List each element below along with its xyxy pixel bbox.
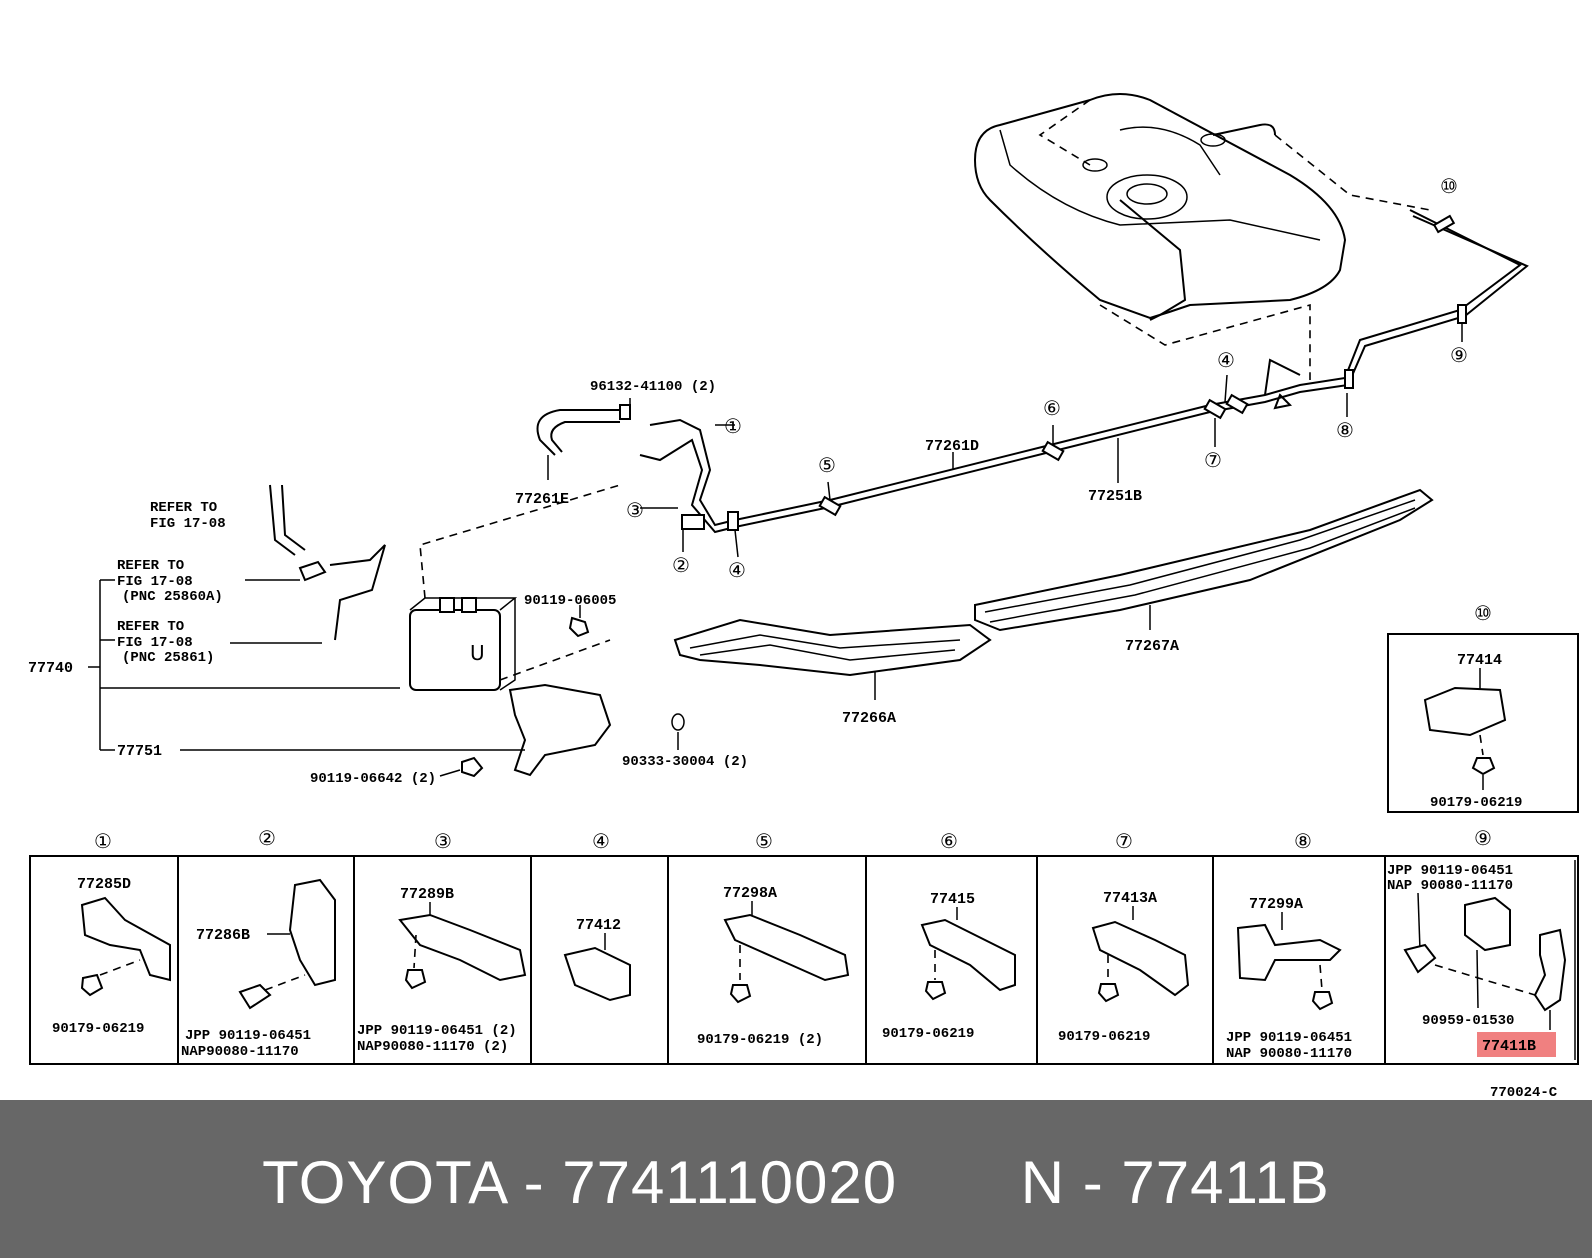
cell-8-fastener-1: JPP 90119-06451 — [1226, 1030, 1352, 1046]
fuel-pipes — [536, 209, 1529, 534]
cell-8-fastener-2: NAP 90080-11170 — [1226, 1046, 1352, 1062]
cell-5-fastener: 90179-06219 (2) — [697, 1032, 823, 1048]
small-fasteners — [298, 560, 685, 778]
footer-bar: TOYOTA - 7741110020 N - 77411B — [0, 1100, 1592, 1258]
table-callout-5: ⑤ — [755, 829, 773, 853]
cell-9-77411B: JPP 90119-06451 NAP 90080-11170 90959-01… — [1387, 863, 1567, 1057]
refer-3-line-3: (PNC 25861) — [122, 650, 214, 666]
table-callout-1: ① — [94, 829, 112, 853]
cell-3-fastener-2: NAP90080-11170 (2) — [357, 1039, 508, 1055]
label-90119-06642: 90119-06642 (2) — [310, 771, 436, 787]
callout-5: ⑤ — [818, 453, 836, 477]
label-77740: 77740 — [28, 660, 73, 677]
leader-lines — [88, 322, 1463, 777]
table-callout-6: ⑥ — [940, 829, 958, 853]
highlighted-part-box — [1477, 1032, 1556, 1057]
svg-text:U: U — [470, 641, 485, 665]
cell-2-fastener-2: NAP90080-11170 — [181, 1044, 299, 1060]
table-callout-2: ② — [258, 826, 276, 850]
fuel-tank-drawing — [973, 93, 1431, 380]
refer-2-line-3: (PNC 25860A) — [122, 589, 223, 605]
callout-6: ⑥ — [1043, 396, 1061, 420]
cell-1-77285D: 77285D 90179-06219 — [52, 876, 171, 1037]
callout-2: ② — [672, 553, 690, 577]
figure-code: 770024-C — [1490, 1085, 1558, 1100]
cell-1-part: 77285D — [77, 876, 131, 893]
callout-8: ⑧ — [1336, 418, 1354, 442]
table-callout-7: ⑦ — [1115, 829, 1133, 853]
cell-7-part: 77413A — [1103, 890, 1157, 907]
cell-7-77413A: 77413A 90179-06219 — [1058, 890, 1190, 1045]
label-90119-06005: 90119-06005 — [524, 593, 616, 609]
cell-5-77298A: 77298A 90179-06219 (2) — [697, 885, 850, 1048]
label-90333-30004: 90333-30004 (2) — [622, 754, 748, 770]
main-labels: 96132-41100 (2) 77261E 77261D 77251B 772… — [28, 379, 1179, 787]
parts-diagram: U — [28, 93, 1579, 1100]
main-callouts: ① ③ ② ④ ⑤ ⑥ ④ ⑦ ⑧ ⑨ ⑩ — [626, 174, 1468, 582]
cell-4-part: 77412 — [576, 917, 621, 934]
cell-6-part: 77415 — [930, 891, 975, 908]
cell-1-fastener: 90179-06219 — [52, 1021, 144, 1037]
cell-6-fastener: 90179-06219 — [882, 1026, 974, 1042]
table-callout-4: ④ — [592, 829, 610, 853]
protector-77266A-drawing — [673, 618, 992, 677]
cell-9-gasket: 90959-01530 — [1422, 1013, 1514, 1029]
callout-1: ① — [724, 414, 742, 438]
refer-1-line-1: REFER TO — [150, 500, 217, 516]
cell-6-77415: 77415 90179-06219 — [882, 891, 1016, 1042]
cell-3-fastener-1: JPP 90119-06451 (2) — [357, 1023, 517, 1039]
cell-4-77412: 77412 — [563, 917, 631, 1002]
label-77267A: 77267A — [1125, 638, 1179, 655]
table-callout-8: ⑧ — [1294, 829, 1312, 853]
detail-box-10-callout: ⑩ — [1474, 601, 1492, 625]
cell-2-part: 77286B — [196, 927, 250, 944]
cell-3-77289B: 77289B JPP 90119-06451 (2) NAP90080-1117… — [357, 886, 527, 1055]
charcoal-canister-drawing: U — [409, 484, 621, 691]
cell-3-part: 77289B — [400, 886, 454, 903]
detail-box-10-part: 77414 — [1457, 652, 1502, 669]
refer-1-line-2: FIG 17-08 — [150, 516, 226, 532]
cell-8-77299A: 77299A JPP 90119-06451 NAP 90080-11170 — [1226, 896, 1352, 1062]
detail-box-10-nut: 90179-06219 — [1430, 795, 1522, 811]
cell-9-fastener-1: JPP 90119-06451 — [1387, 863, 1513, 879]
label-96132-41100: 96132-41100 (2) — [590, 379, 716, 395]
cell-8-part: 77299A — [1249, 896, 1303, 913]
label-77266A: 77266A — [842, 710, 896, 727]
callout-3: ③ — [626, 498, 644, 522]
table-callout-9: ⑨ — [1474, 826, 1492, 850]
cell-2-fastener-1: JPP 90119-06451 — [185, 1028, 311, 1044]
callout-4a: ④ — [728, 558, 746, 582]
refer-2-line-1: REFER TO — [117, 558, 184, 574]
cell-5-part: 77298A — [723, 885, 777, 902]
cell-7-fastener: 90179-06219 — [1058, 1029, 1150, 1045]
detail-box-10: ⑩ 77414 90179-06219 — [1387, 601, 1579, 813]
refer-3-line-1: REFER TO — [117, 619, 184, 635]
label-77251B: 77251B — [1088, 488, 1142, 505]
label-77261D: 77261D — [925, 438, 979, 455]
label-77751: 77751 — [117, 743, 162, 760]
refer-3-line-2: FIG 17-08 — [117, 635, 193, 651]
canister-bracket-drawing — [269, 484, 612, 777]
protector-77267A-drawing — [974, 488, 1434, 632]
callout-9: ⑨ — [1450, 343, 1468, 367]
callout-10: ⑩ — [1440, 174, 1458, 198]
callout-4b: ④ — [1217, 348, 1235, 372]
cell-9-part-highlighted: 77411B — [1482, 1038, 1536, 1055]
cell-9-fastener-2: NAP 90080-11170 — [1387, 878, 1513, 894]
table-callout-3: ③ — [434, 829, 452, 853]
cell-2-77286B: 77286B JPP 90119-06451 NAP90080-11170 — [181, 878, 336, 1060]
footer-part-number: TOYOTA - 7741110020 N - 77411B — [262, 1149, 1330, 1216]
label-77261E: 77261E — [515, 491, 569, 508]
refer-2-line-2: FIG 17-08 — [117, 574, 193, 590]
detail-table: ① ② ③ ④ ⑤ ⑥ ⑦ ⑧ ⑨ 77285D 90179-06219 772… — [29, 826, 1579, 1065]
callout-7: ⑦ — [1204, 448, 1222, 472]
